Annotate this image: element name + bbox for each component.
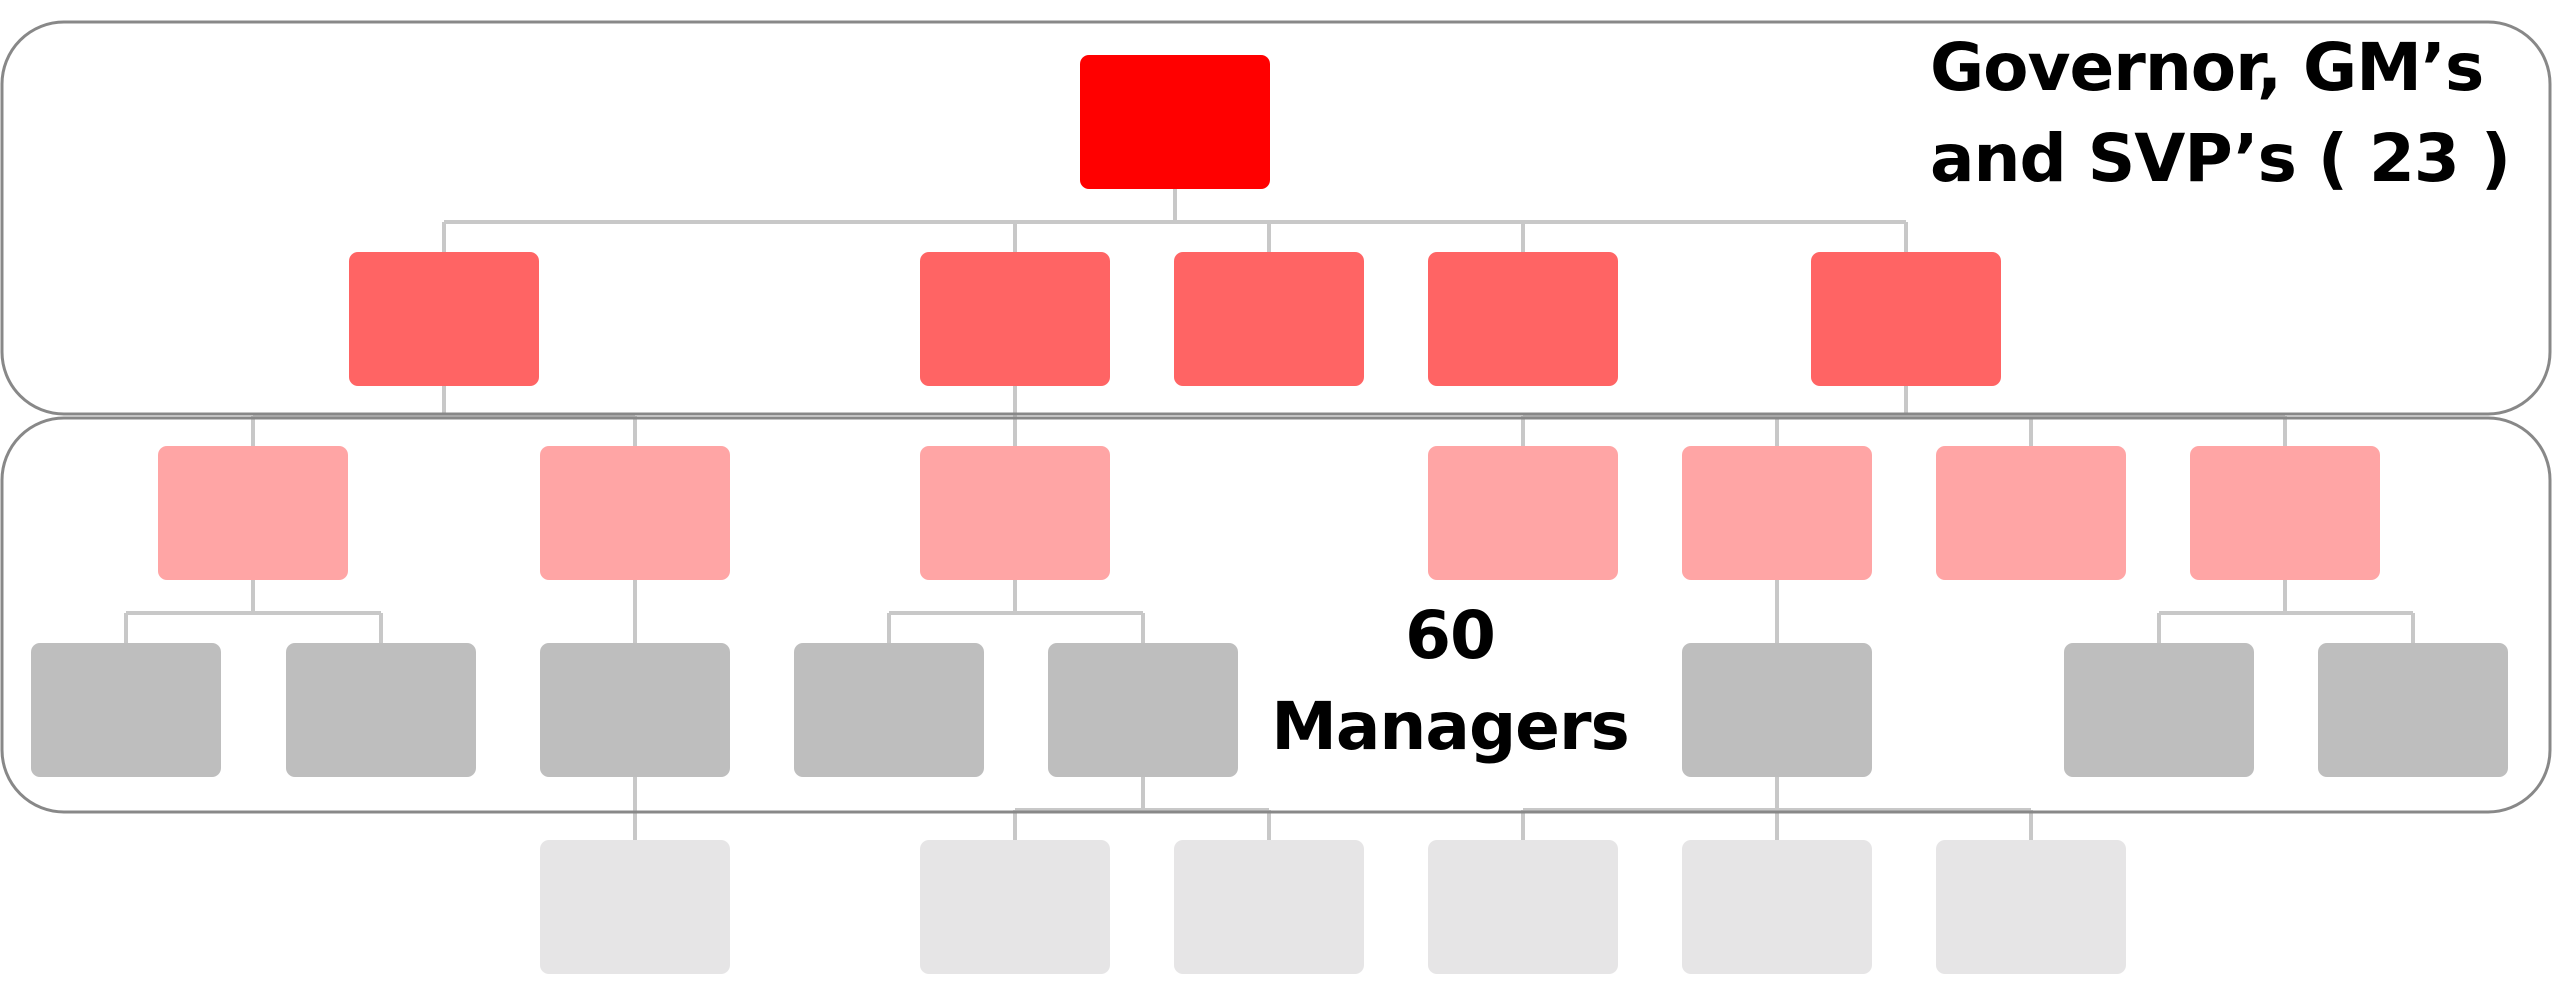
middle-group-label-line1: 60 [1405,597,1496,674]
org-node-level5 [1174,840,1364,974]
org-node-level5 [540,840,730,974]
top-group-label-line1: Governor, GM’s [1929,29,2484,106]
org-node-level4 [1048,643,1238,777]
top-group-frame [0,20,2552,416]
org-node-level5 [1936,840,2126,974]
org-nodes [31,55,2508,974]
org-node-level4 [31,643,221,777]
org-node-level3 [540,446,730,580]
org-node-level5 [1428,840,1618,974]
org-node-level4 [2318,643,2508,777]
org-node-level3 [1682,446,1872,580]
org-node-level2 [1174,252,1364,386]
org-node-level2 [920,252,1110,386]
org-node-level3 [2190,446,2380,580]
org-node-level3 [1936,446,2126,580]
middle-group-label: 60 Managers [1210,590,1690,772]
connector-lines [124,189,2415,840]
org-node-level3 [158,446,348,580]
org-node-level5 [1682,840,1872,974]
org-node-level3 [1428,446,1618,580]
org-node-level3 [920,446,1110,580]
top-group-label: Governor, GM’s and SVP’s ( 23 ) [1929,22,2511,204]
org-node-level2 [349,252,539,386]
middle-group-frame [0,416,2552,814]
org-node-level4 [2064,643,2254,777]
org-node-level4 [794,643,984,777]
top-group-label-line2: and SVP’s ( 23 ) [1929,120,2511,198]
org-node-level1 [1080,55,1270,189]
org-node-level2 [1811,252,2001,386]
org-node-level2 [1428,252,1618,386]
org-node-level4 [540,643,730,777]
middle-group-label-line2: Managers [1271,688,1630,766]
org-node-level4 [1682,643,1872,777]
org-node-level4 [286,643,476,777]
org-node-level5 [920,840,1110,974]
